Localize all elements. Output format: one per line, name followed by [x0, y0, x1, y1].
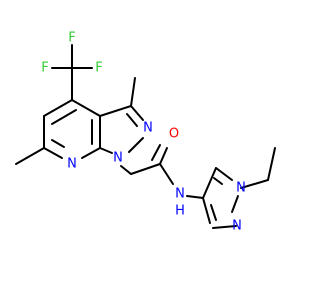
bond [130, 163, 161, 175]
bond [130, 105, 144, 121]
atom-label-layer: F F F N N N O N H N N [41, 31, 246, 234]
bond [159, 163, 174, 185]
fluorine-label: F [95, 61, 102, 76]
bond [267, 147, 276, 181]
bond [215, 167, 233, 181]
bond [43, 99, 73, 117]
nitrogen-label: N [67, 157, 77, 172]
bond [128, 137, 144, 153]
molecule-canvas: F F F N N N O N H N N [15, 30, 276, 234]
nitrogen-label: N [143, 121, 153, 136]
bond [210, 204, 217, 221]
bond [126, 113, 138, 127]
bond [51, 139, 65, 148]
bond-layer [15, 44, 276, 229]
bond [212, 225, 237, 229]
bond [43, 147, 63, 159]
nitrogen-label: N [232, 219, 242, 234]
bond [71, 99, 101, 117]
bond [15, 147, 45, 165]
nitrogen-label: N [175, 187, 185, 202]
bond [213, 177, 223, 185]
bond [186, 195, 204, 199]
fluorine-label: F [68, 31, 75, 46]
bond [231, 195, 239, 213]
bond [202, 167, 217, 199]
nitrogen-label: N [113, 151, 123, 166]
bond [240, 179, 269, 189]
bond [120, 165, 132, 175]
bond [99, 105, 132, 117]
structure-diagram: F F F N N N O N H N N [15, 31, 276, 234]
bond [202, 197, 211, 224]
bond [130, 77, 136, 107]
bond [81, 147, 101, 159]
nitrogen-label: N [236, 181, 246, 196]
fluorine-label: F [41, 61, 48, 76]
oxygen-label: O [169, 127, 179, 142]
bond [51, 109, 77, 125]
bond [159, 147, 168, 165]
hydrogen-label: H [175, 204, 185, 219]
bond [99, 147, 113, 154]
bond [151, 144, 161, 161]
